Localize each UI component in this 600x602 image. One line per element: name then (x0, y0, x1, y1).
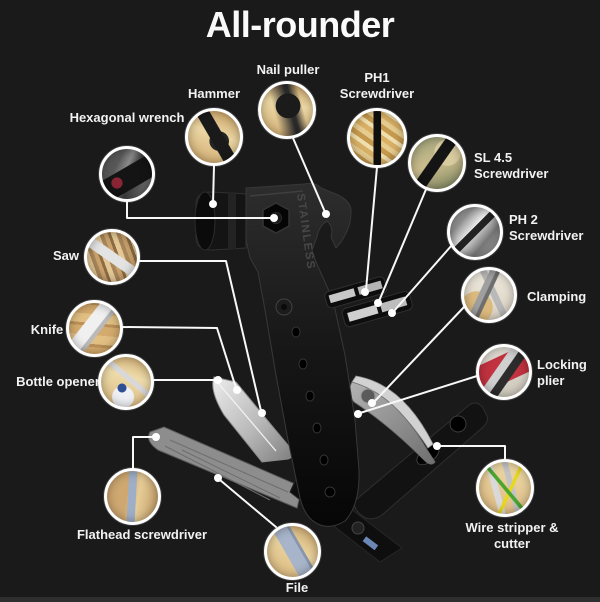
callout-line-nail-puller (292, 137, 326, 213)
stripper-hole (449, 415, 467, 433)
callout-line-ph2 (393, 244, 453, 312)
clamping-photo (461, 267, 517, 323)
hexagonal-wrench-photo (99, 146, 155, 202)
ph2-screwdriver-photo (447, 204, 503, 260)
callout-line-flathead (132, 436, 155, 469)
knife-blade-ridge (218, 383, 277, 452)
callout-line-sl45 (378, 186, 428, 302)
tool-screw (351, 521, 365, 535)
clamping-label: Clamping (527, 289, 587, 304)
bit-holders (324, 276, 413, 328)
callout-line-file (219, 479, 277, 528)
sl45-screwdriver-photo (408, 134, 466, 192)
saw-photo (84, 229, 140, 285)
bottle-opener-label: Bottle opener (16, 374, 100, 389)
hammer-photo (185, 108, 243, 166)
callout-line-clamping (373, 306, 465, 403)
callout-line-hammer (212, 165, 215, 204)
hammer-face-band (228, 192, 236, 249)
flathead-screwdriver-label: Flathead screwdriver (76, 527, 208, 542)
hexagonal-wrench-label: Hexagonal wrench (69, 110, 185, 125)
hammer-label: Hammer (187, 86, 241, 101)
callout-line-saw (138, 260, 262, 412)
ph1-screwdriver-label: PH1 Screwdriver (339, 70, 415, 101)
nail-puller-photo (258, 81, 316, 139)
handle-screw-center (281, 304, 287, 310)
bottle-opener-photo (98, 354, 154, 410)
callout-line-wire-stripper (436, 445, 506, 461)
knife-photo (66, 300, 123, 357)
head-and-handle (245, 183, 360, 527)
nail-puller-label: Nail puller (256, 62, 320, 77)
next-section-edge (0, 597, 600, 602)
wire-stripper-photo (476, 459, 534, 517)
callout-endpoint-dots (152, 200, 441, 482)
grip-holes (291, 326, 336, 498)
file-photo (264, 523, 321, 580)
ph1-screwdriver-photo (347, 108, 407, 168)
ph2-screwdriver-label: PH 2 Screwdriver (509, 212, 584, 243)
locking-plier-label: Locking plier (537, 357, 587, 388)
callout-line-knife (121, 326, 237, 389)
wire-stripper-label: Wire stripper & cutter (465, 520, 559, 551)
flathead-screwdriver-photo (104, 468, 161, 525)
file-blade-texture (164, 439, 289, 501)
callout-line-ph1 (365, 166, 378, 291)
callout-line-locking-plier (359, 375, 478, 414)
blue-file-tip (362, 536, 379, 551)
sl45-screwdriver-label: SL 4.5 Screwdriver (474, 150, 549, 181)
locking-plier-photo (476, 344, 532, 400)
saw-label: Saw (52, 248, 79, 263)
page-title: All-rounder (205, 4, 395, 45)
callout-line-hexagonal-wrench (126, 201, 273, 219)
knife-label: Knife (30, 322, 64, 337)
file-label: File (285, 580, 309, 595)
head-bevel (249, 190, 304, 197)
